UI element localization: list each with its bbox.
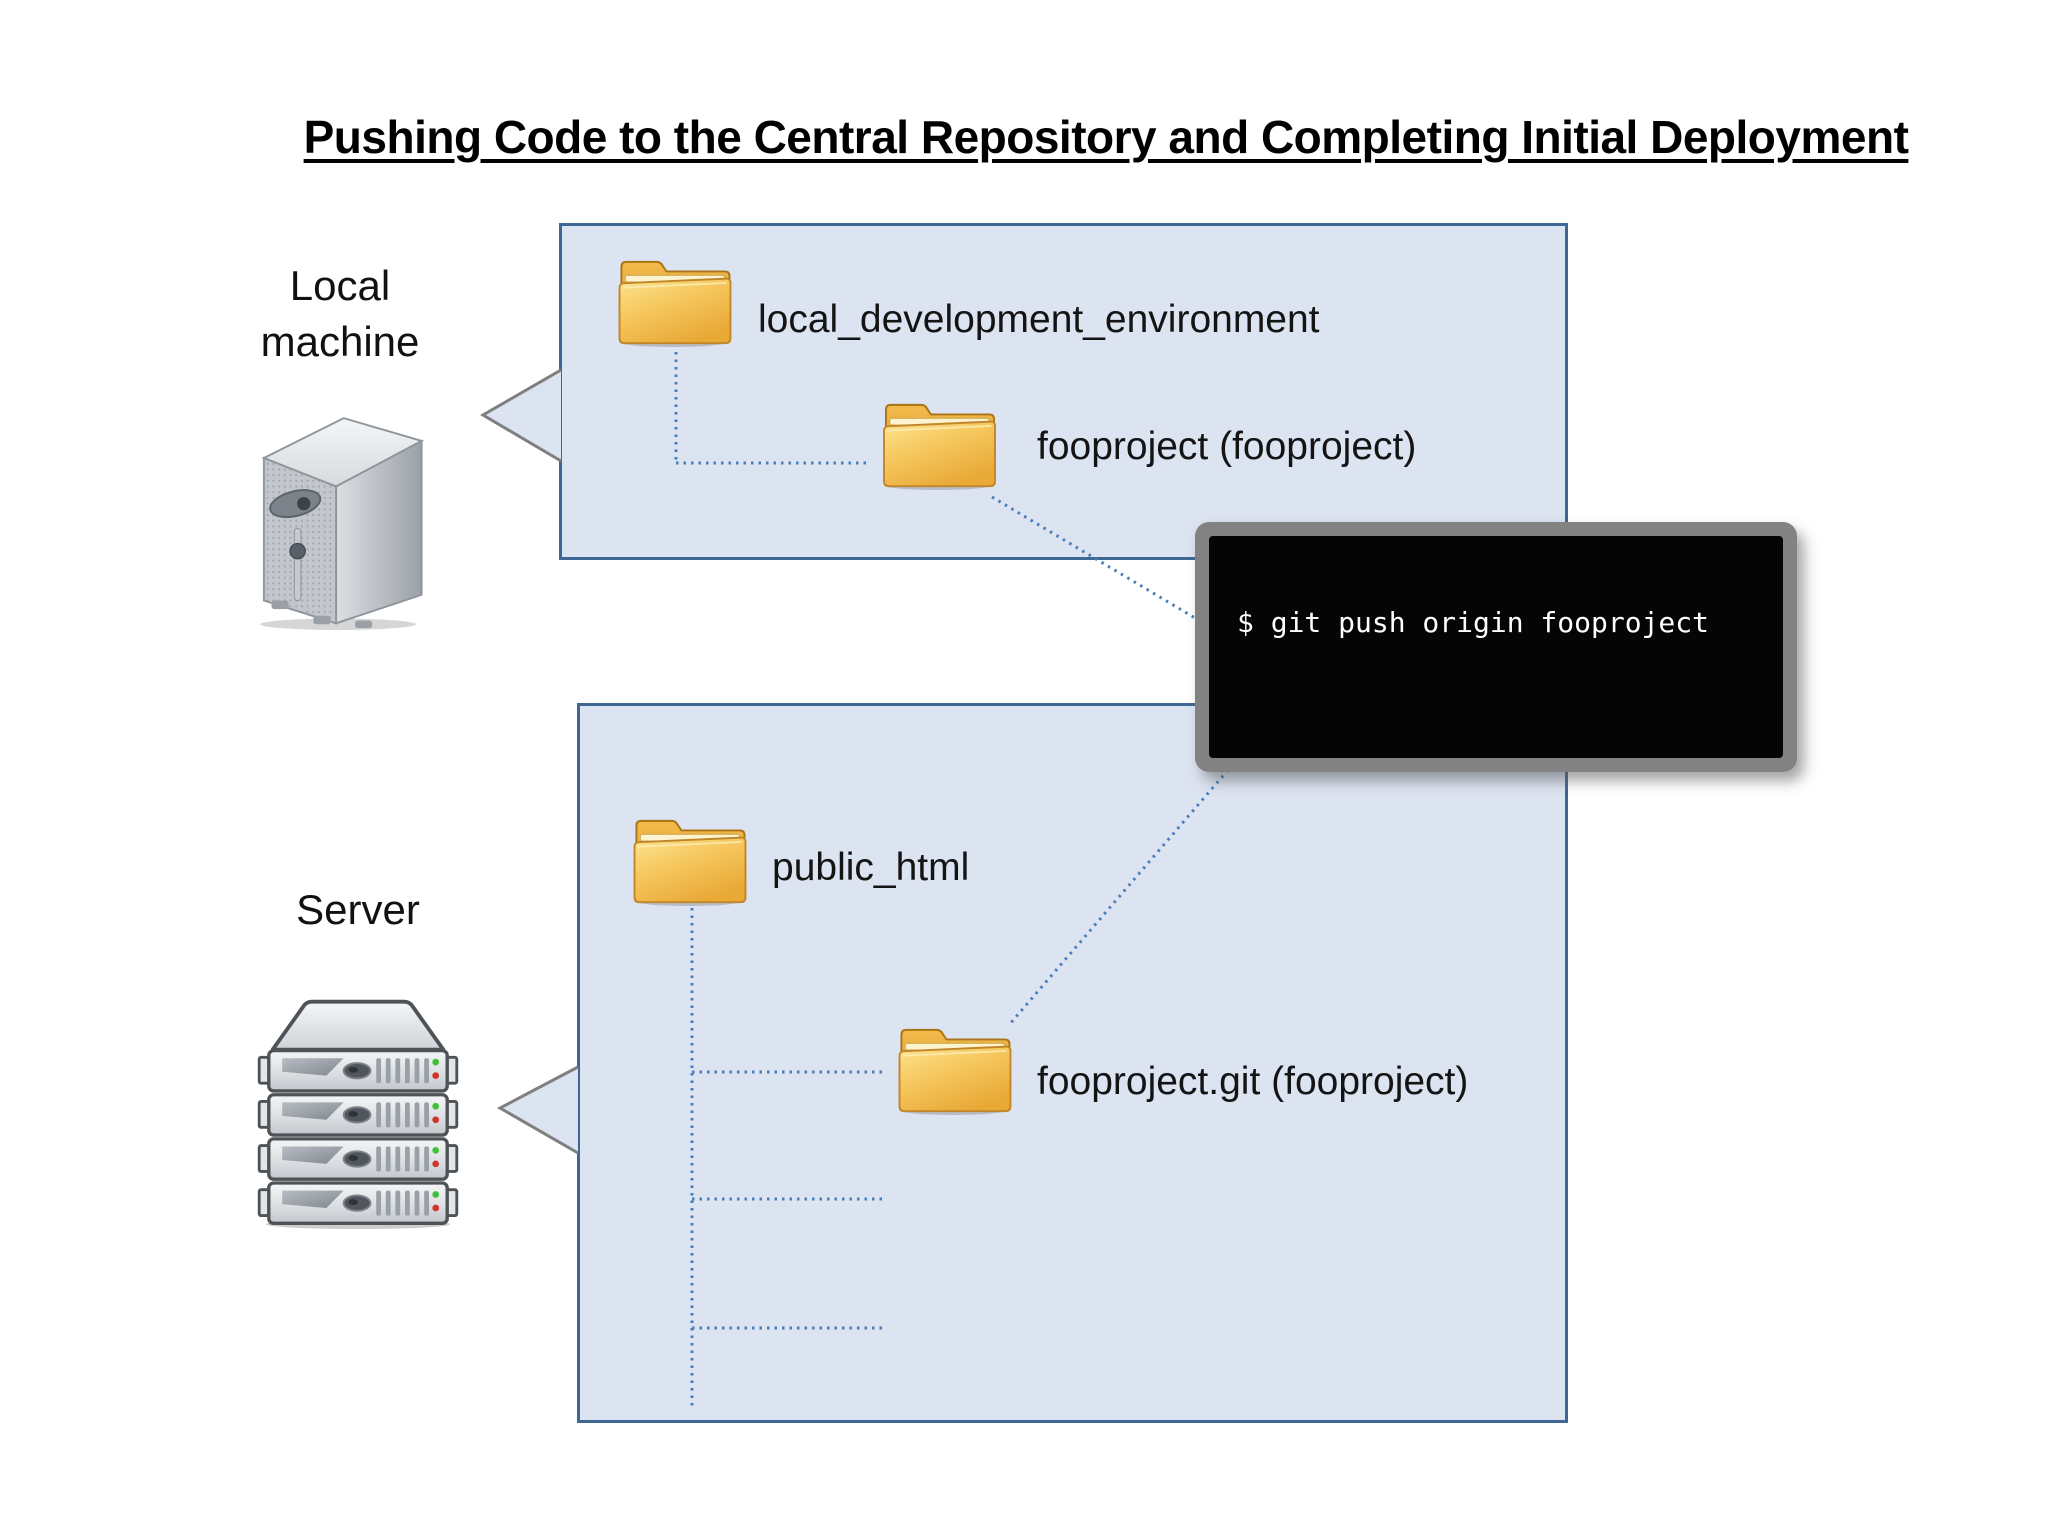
- folder-icon-public-html: [628, 818, 752, 906]
- diagram-title: Pushing Code to the Central Repository a…: [303, 111, 1909, 163]
- folder-icon-fooproject: [876, 402, 1003, 490]
- terminal-window: $ git push origin fooproject: [1195, 522, 1797, 772]
- terminal-screen: $ git push origin fooproject: [1209, 536, 1783, 758]
- folder-label-local-development-environment: local_development_environment: [758, 298, 1320, 341]
- folder-label-public-html: public_html: [772, 846, 970, 889]
- terminal-command-text: $ git push origin fooproject: [1237, 606, 1710, 639]
- local-machine-tower-icon: [243, 398, 433, 633]
- pointer-triangle-local: [480, 368, 562, 463]
- server-label: Server: [296, 886, 420, 933]
- folder-icon-fooproject-git: [893, 1027, 1017, 1115]
- server-rack-icon: [255, 995, 461, 1230]
- folder-label-fooproject: fooproject (fooproject): [1037, 425, 1417, 468]
- pointer-triangle-server: [496, 1065, 579, 1155]
- folder-label-fooproject-git: fooproject.git (fooproject): [1037, 1060, 1469, 1103]
- local-machine-label: Local machine: [260, 262, 420, 365]
- folder-icon-local-development-environment: [613, 259, 737, 347]
